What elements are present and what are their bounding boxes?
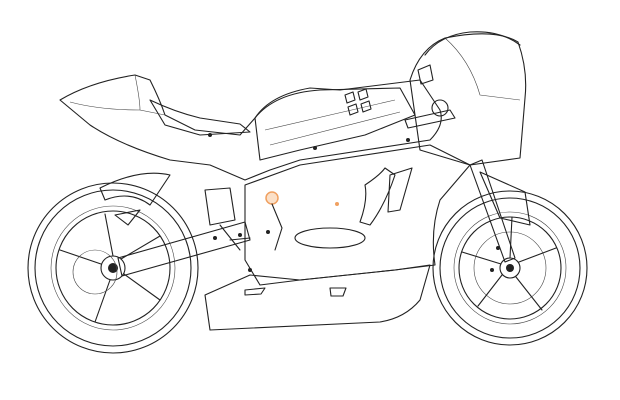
rear-wheel bbox=[27, 182, 199, 354]
swingarm bbox=[117, 221, 251, 277]
front-wheel bbox=[432, 190, 588, 346]
rear-fender bbox=[99, 172, 171, 226]
seat bbox=[149, 99, 251, 136]
side-fairing bbox=[244, 144, 471, 286]
windscreen bbox=[424, 31, 521, 56]
swingarm-pivot bbox=[265, 191, 339, 251]
tail-section bbox=[59, 74, 442, 181]
front-fork bbox=[469, 159, 531, 263]
belly-pan bbox=[204, 264, 431, 331]
fuel-tank bbox=[254, 87, 416, 161]
